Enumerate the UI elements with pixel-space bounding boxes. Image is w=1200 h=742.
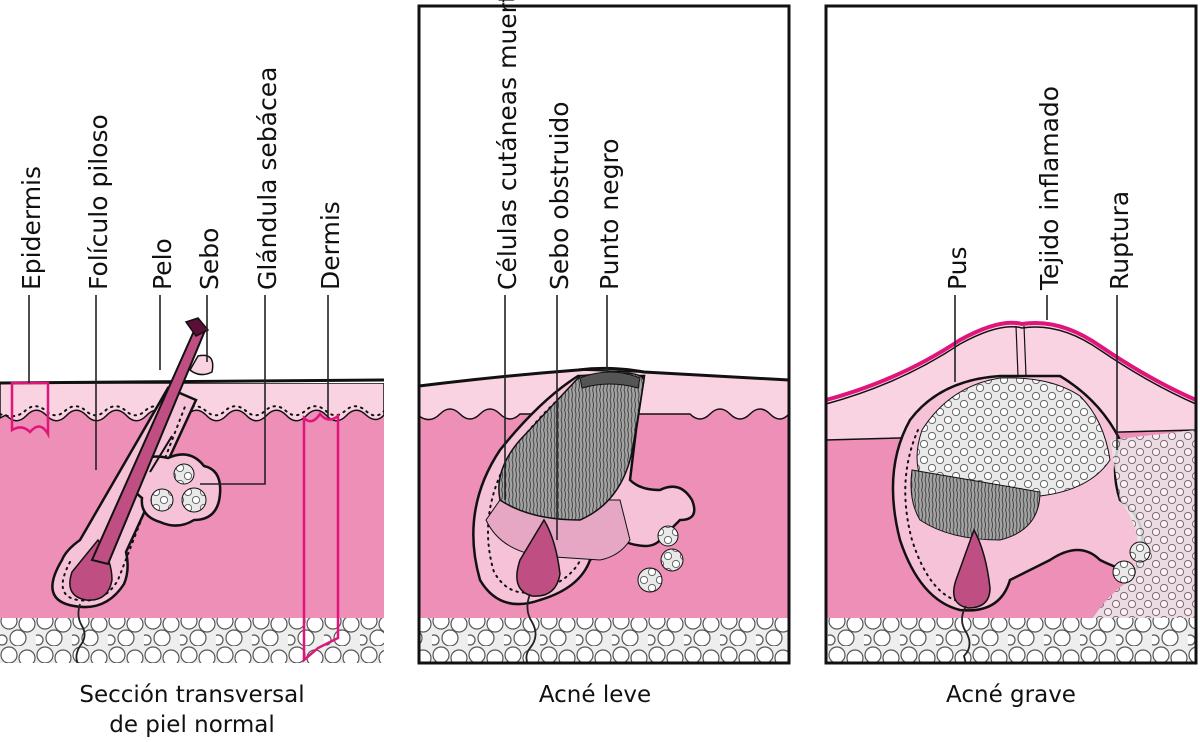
label-dead-skin-cells: Células cutáneas muertas xyxy=(493,0,522,290)
label-sebaceous-gland: Glándula sebácea xyxy=(253,67,282,290)
label-inflamed-tissue: Tejido inflamado xyxy=(1035,86,1064,291)
label-hair: Pelo xyxy=(148,238,177,290)
caption-severe-acne: Acné grave xyxy=(946,682,1076,708)
caption-mild-acne: Acné leve xyxy=(539,682,651,708)
frame-mild-acne xyxy=(417,4,791,665)
label-pus: Pus xyxy=(943,246,972,290)
skin-cross-section-mild xyxy=(419,369,789,663)
label-blocked-sebum: Sebo obstruido xyxy=(545,101,574,290)
skin-cross-section-normal xyxy=(0,383,384,663)
label-blackhead: Punto negro xyxy=(595,139,624,291)
label-hair-follicle: Folículo piloso xyxy=(84,114,113,290)
panel-normal-skin: Epidermis Folículo piloso Pelo Sebo Glán… xyxy=(0,67,385,738)
frame-severe-acne xyxy=(824,4,1198,665)
label-dermis: Dermis xyxy=(316,201,345,290)
caption-normal-line-1: Sección transversal xyxy=(79,682,304,708)
panel-severe-acne: Pus Tejido inflamado Ruptura Acné grave xyxy=(824,4,1198,708)
panel-mild-acne: Células cutáneas muertas Sebo obstruido … xyxy=(417,0,791,708)
label-sebum: Sebo xyxy=(195,228,224,290)
label-epidermis: Epidermis xyxy=(17,166,46,290)
label-rupture: Ruptura xyxy=(1105,191,1134,290)
caption-normal-line-2: de piel normal xyxy=(109,712,275,738)
